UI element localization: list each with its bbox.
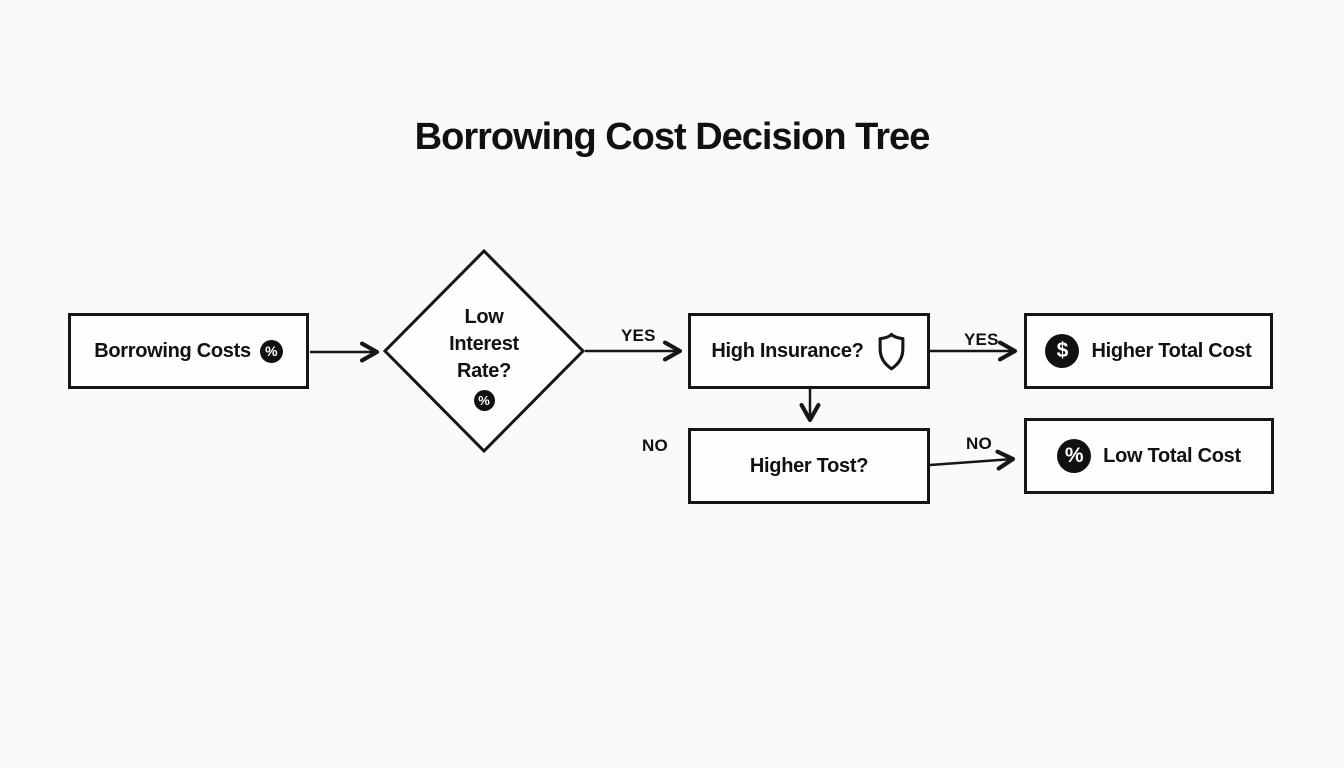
node-high-insurance-label: High Insurance? [711, 339, 864, 362]
edge-label-yes-insurance: YES [964, 330, 999, 349]
dollar-badge-icon: $ [1045, 334, 1080, 368]
node-low-total-cost: % Low Total Cost [1024, 418, 1274, 494]
diamond-line-1: Low [464, 306, 504, 328]
percent-badge-icon: % [473, 390, 495, 411]
node-higher-total-cost-label: Higher Total Cost [1091, 339, 1252, 362]
diamond-line-3: Rate? [456, 360, 512, 382]
node-low-total-cost-label: Low Total Cost [1103, 444, 1241, 467]
edge-label-yes-interest: YES [621, 326, 656, 345]
decision-diamond-low-interest-rate [382, 248, 586, 454]
node-low-interest-rate-label: Low Interest Rate? % [404, 304, 564, 413]
shield-icon [878, 332, 905, 370]
arrow-tost-no-to-low-total [929, 449, 1016, 471]
node-high-insurance: High Insurance? [688, 313, 930, 389]
node-higher-tost-label: Higher Tost? [749, 454, 869, 477]
node-borrowing-costs-label: Borrowing Costs [94, 339, 251, 362]
percent-badge-icon: % [1057, 439, 1092, 473]
node-higher-total-cost: $ Higher Total Cost [1024, 313, 1273, 389]
diamond-line-2: Interest [449, 333, 519, 355]
edge-label-no-tost: NO [966, 434, 992, 453]
node-higher-tost: Higher Tost? [688, 428, 930, 504]
node-borrowing-costs: Borrowing Costs % [68, 313, 309, 389]
percent-badge-icon: % [259, 339, 283, 363]
page-title: Borrowing Cost Decision Tree [414, 116, 931, 158]
edge-label-no-insurance: NO [642, 436, 668, 455]
